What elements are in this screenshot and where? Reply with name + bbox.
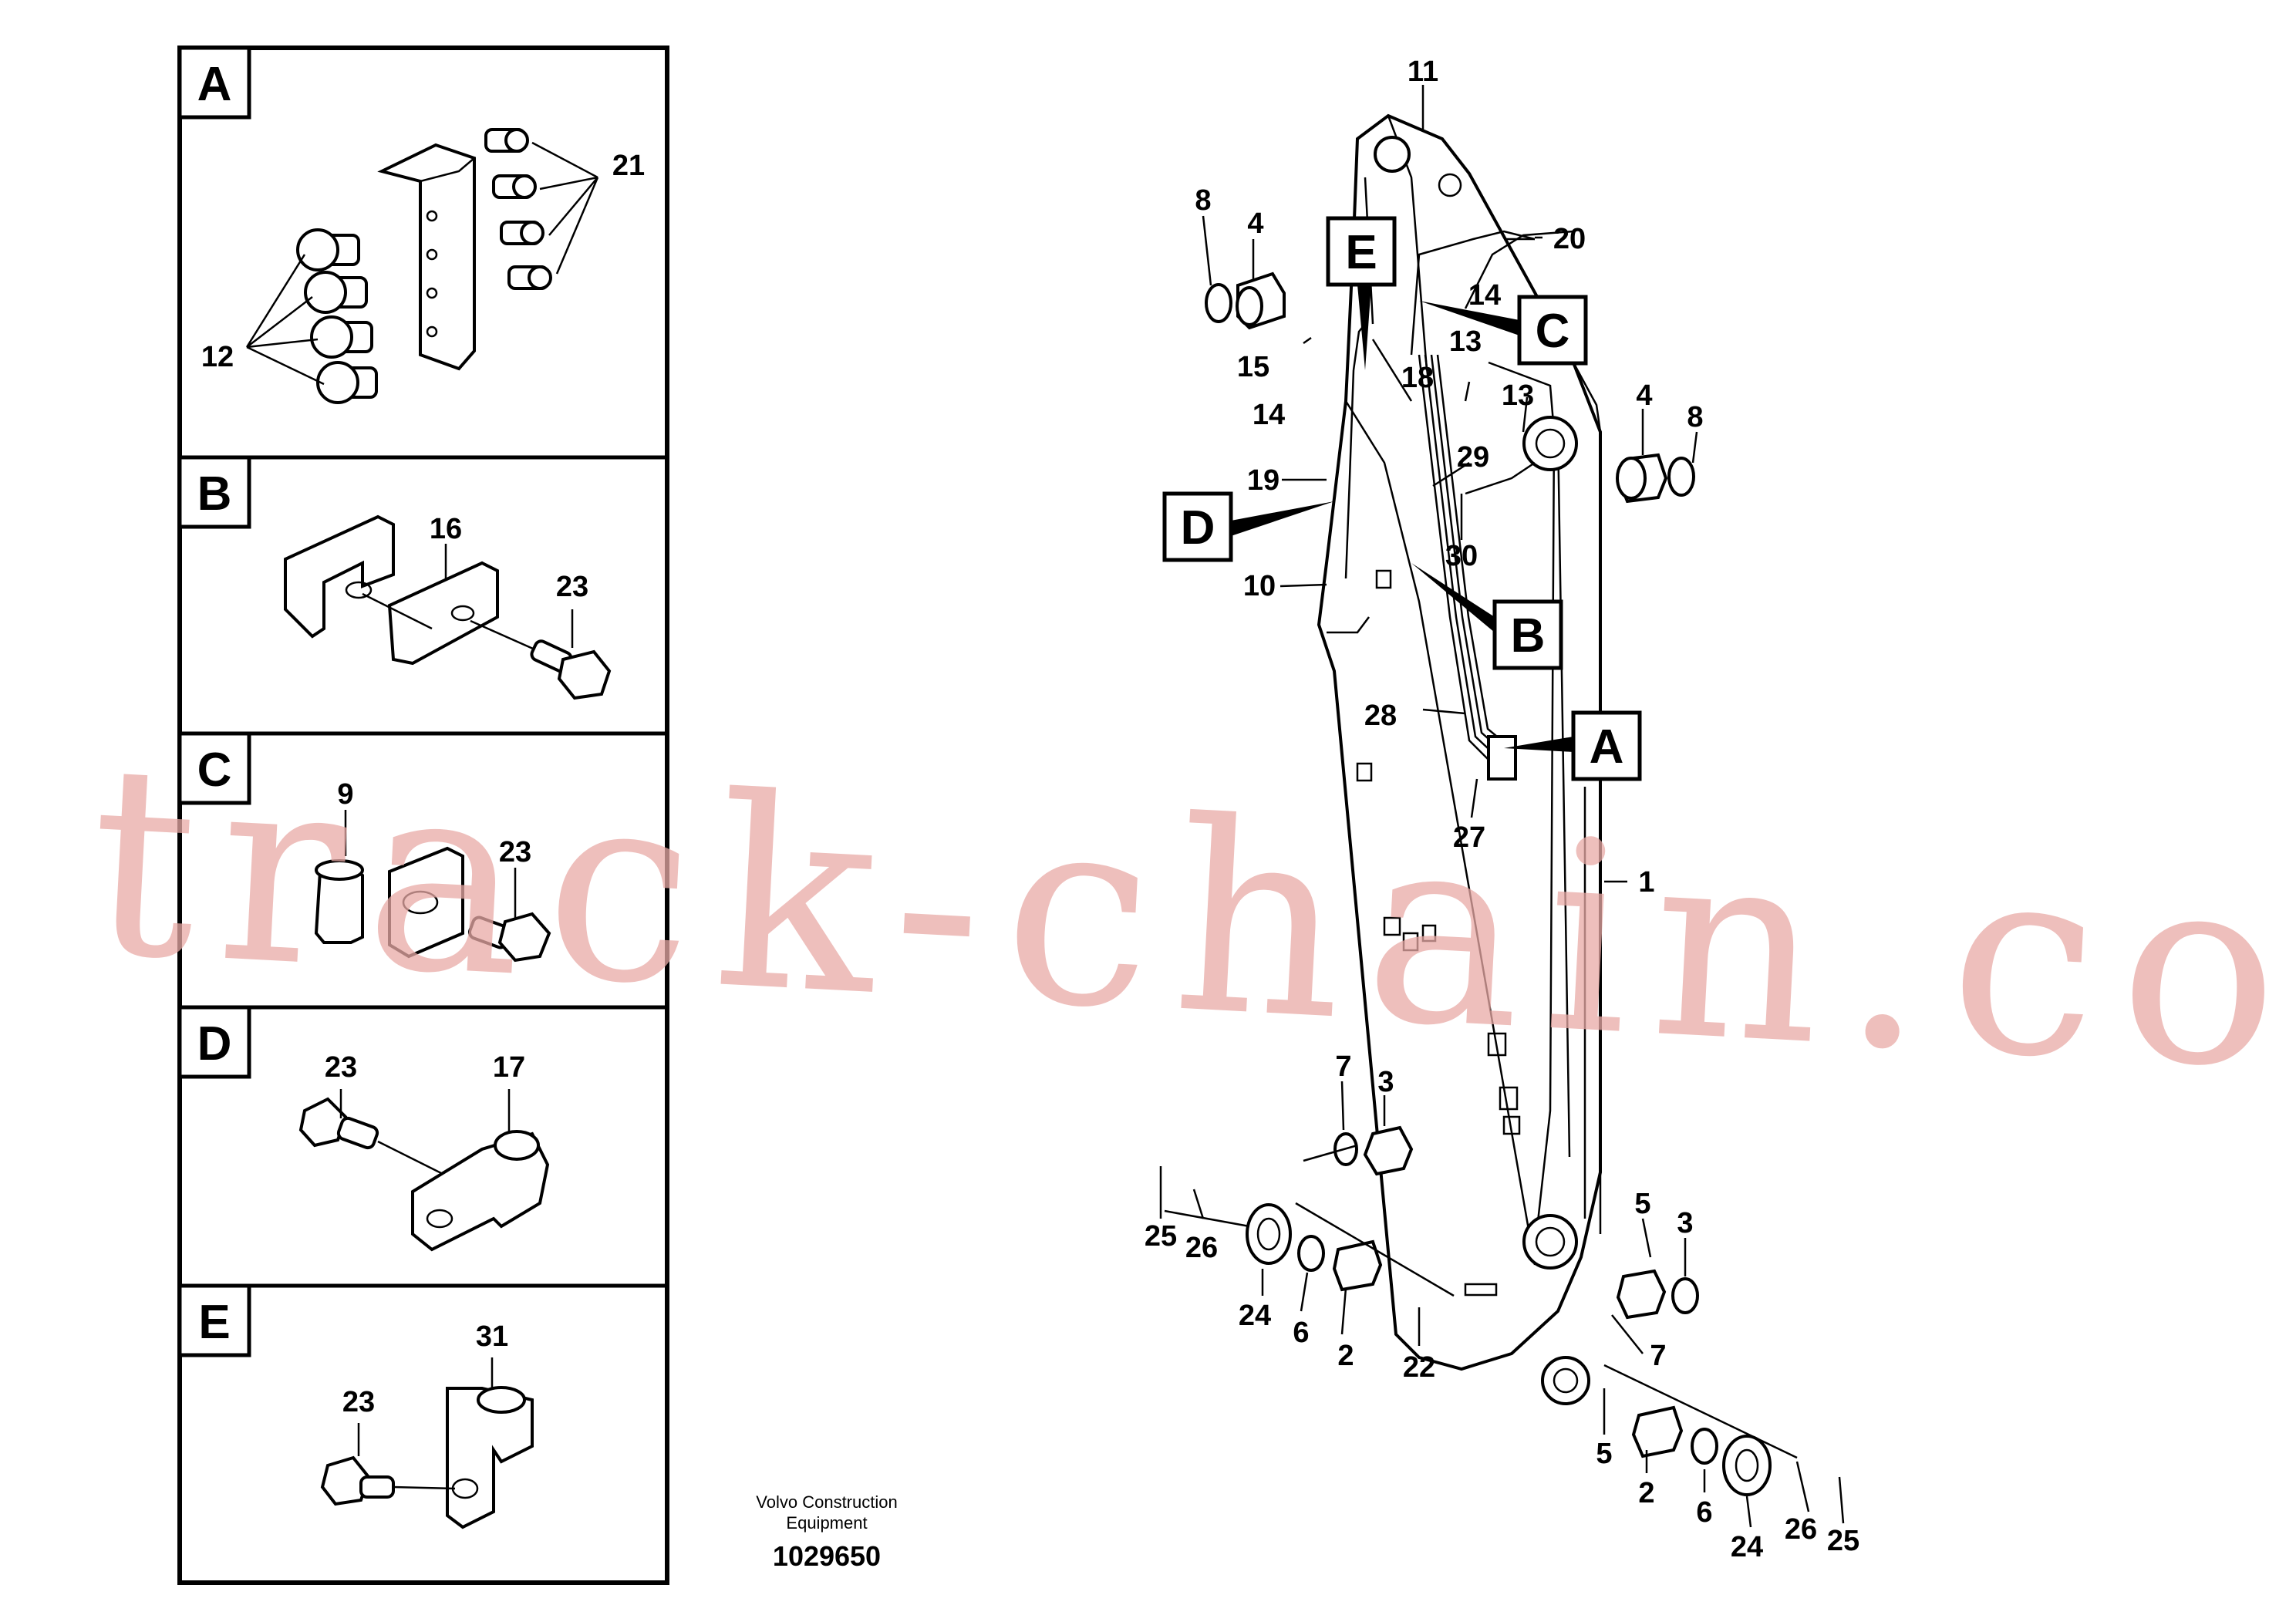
drawing-number: 1029650 [773,1540,881,1572]
main-callouts: 11 20 8 4 14 13 15 18 14 13 4 8 29 19 30… [1145,56,1859,1563]
callout-30: 30 [1445,540,1478,572]
callout-21: 21 [612,150,645,182]
callout-13: 13 [1449,325,1482,358]
callout-26: 26 [1785,1513,1817,1546]
detail-panel-d: D 23 17 [177,1005,550,1252]
callout-4: 4 [1636,379,1652,412]
callout-4: 4 [1247,207,1263,240]
callout-2: 2 [1638,1477,1654,1509]
callout-2: 2 [1337,1340,1354,1372]
callout-7: 7 [1335,1050,1351,1083]
panel-letter: A [197,58,232,111]
box-label-e: E [1345,226,1377,279]
panel-letter: B [197,467,232,521]
callout-27: 27 [1453,821,1485,854]
callout-24: 24 [1239,1300,1271,1332]
company-name-line2: Equipment [786,1513,867,1533]
callout-5: 5 [1596,1438,1612,1470]
panel-letter: C [197,744,232,797]
callout-5: 22 [1403,1351,1435,1384]
callout-3: 3 [1377,1066,1394,1098]
detail-panel-c: C 9 23 [177,731,551,963]
detail-panel-a: A 21 12 [177,46,645,404]
callout-14: 14 [1253,399,1285,431]
leader-lines [1159,85,1845,1528]
detail-panel-b: B 16 23 [177,455,612,700]
callout-6: 6 [1293,1317,1309,1349]
callout-8: 8 [1195,184,1211,217]
box-label-b: B [1511,609,1546,663]
main-view: E C D B A [1145,56,1859,1563]
panel-letter: D [197,1017,232,1071]
callout-1: 1 [1638,866,1654,899]
pins-and-bushings [1164,271,1798,1496]
callout-19: 19 [1247,464,1279,497]
callout-20: 20 [1553,223,1586,255]
callout-15: 15 [1237,351,1269,383]
callout-31: 31 [476,1320,508,1353]
detail-panel-e: E 31 23 [177,1283,534,1529]
watermark: track-chain.com [83,708,2296,1143]
box-label-d: D [1181,501,1215,555]
callout-24: 24 [1731,1531,1763,1563]
callout-10: 10 [1243,570,1276,602]
callout-8: 8 [1687,401,1703,433]
callout-23: 23 [556,571,588,603]
callout-25: 25 [1827,1525,1859,1557]
box-label-c: C [1536,305,1570,358]
callout-25: 25 [1145,1220,1177,1253]
company-name-line1: Volvo Construction [756,1492,897,1512]
callout-23: 23 [499,836,531,868]
callout-17: 17 [493,1051,525,1084]
box-label-a: A [1590,720,1624,774]
detail-panels: A 21 12 [177,46,669,1585]
callout-16: 16 [430,513,462,545]
panel-letter: E [198,1296,230,1349]
detail-panels-frame [177,46,669,1585]
callout-13: 13 [1502,379,1534,412]
callout-18: 18 [1401,362,1434,394]
callout-11: 11 [1408,56,1438,88]
callout-14: 14 [1468,279,1501,312]
callout-23: 23 [342,1386,375,1418]
footer: Volvo Construction Equipment 1029650 [756,1492,897,1572]
callout-12: 12 [201,341,234,373]
callout-26: 26 [1185,1232,1218,1264]
callout-23: 23 [325,1051,357,1084]
main-box-labels: E C D B A [1162,216,1642,781]
callout-3: 5 [1634,1188,1650,1220]
callout-6: 6 [1696,1496,1712,1529]
callout-28: 28 [1364,700,1397,732]
arm-body [1317,113,1602,1405]
callout-7: 3 [1677,1207,1693,1239]
callout-22: 7 [1650,1340,1666,1372]
callout-9: 9 [337,778,353,811]
callout-29: 29 [1457,441,1489,474]
